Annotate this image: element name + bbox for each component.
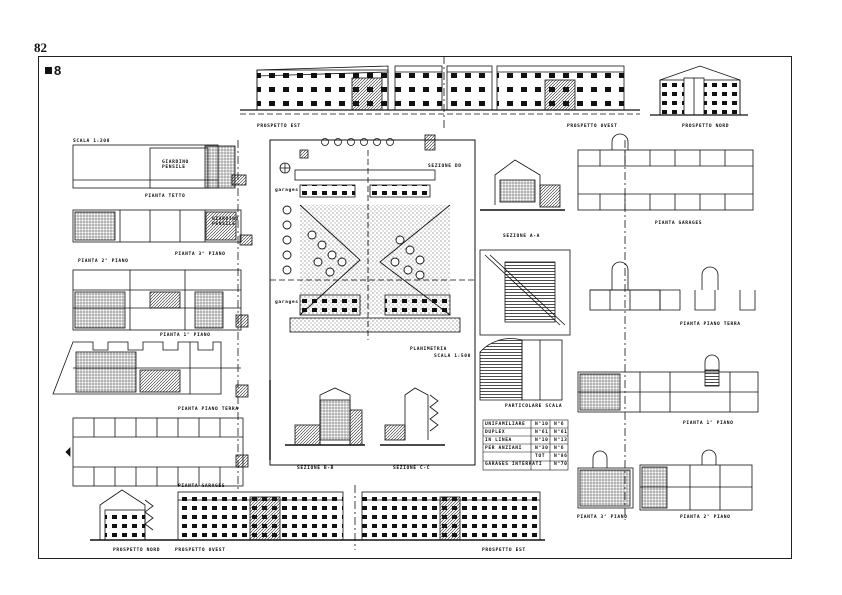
section-bb	[269, 380, 365, 460]
summary-table-lines	[482, 419, 569, 471]
plan-garages-right	[577, 133, 754, 211]
summary-table: UNIFAMILIARE N°10 N°6 DUPLEX N°61 N°61 I…	[483, 420, 568, 470]
table-cell-type: IN LINEA	[485, 438, 512, 443]
table-cell-a: N°10	[535, 422, 549, 427]
label-pianta-3-piano-right: PIANTA 3° PIANO	[577, 515, 628, 520]
table-row: IN LINEA N°10 N°13	[485, 438, 568, 446]
label-pianta-tetto: PIANTA TETTO	[145, 194, 186, 199]
figure-frame	[38, 56, 792, 559]
plan-roof	[72, 144, 247, 189]
plan-floor-1	[72, 269, 249, 331]
label-giardino-pensile-2: GIARDINO PENSILE	[212, 217, 239, 227]
table-cell-type: UNIFAMILIARE	[485, 422, 526, 427]
table-cell-b: N°61	[554, 430, 568, 435]
figure-marker-square	[45, 67, 52, 74]
tree-cluster-left	[282, 205, 347, 277]
stair-detail	[479, 249, 571, 401]
plan-floor-3-right	[577, 450, 634, 509]
table-cell-type: DUPLEX	[485, 430, 506, 435]
label-sezione-cc: SEZIONE C-C	[393, 466, 431, 471]
label-pianta-garages-right: PIANTA GARAGES	[655, 221, 703, 226]
elevation-north-bottom	[99, 489, 154, 541]
label-sezione-dd: SEZIONE DD	[428, 164, 462, 169]
elevation-north-top	[650, 65, 748, 116]
table-row: GARAGES INTERRATI N°70	[485, 462, 568, 470]
label-prospetto-est-bottom: PROSPETTO EST	[482, 548, 526, 553]
table-cell-a: N°10	[535, 438, 549, 443]
label-sezione-bb: SEZIONE B-B	[297, 466, 335, 471]
site-plan-group	[269, 134, 476, 466]
label-prospetto-nord-bottom: PROSPETTO NORD	[113, 548, 161, 553]
page-number: 82	[34, 40, 47, 55]
tree-row-top	[321, 138, 394, 146]
label-pianta-1-piano-left: PIANTA 1° PIANO	[160, 333, 211, 338]
label-scale-left: SCALA 1:200	[73, 139, 111, 144]
label-prospetto-nord-top: PROSPETTO NORD	[682, 124, 730, 129]
table-cell-type: PER ANZIANI	[485, 446, 523, 451]
elevation-west-bottom	[177, 491, 344, 541]
plan-floor-1-right	[577, 354, 759, 413]
figure-label: 8	[45, 63, 61, 78]
plan-garages-left	[65, 417, 249, 487]
tree-cluster-right	[390, 235, 425, 280]
left-plans-group	[52, 140, 253, 490]
right-plans-group	[577, 133, 759, 520]
table-cell-b: N°86	[554, 454, 568, 459]
label-pianta-1-piano-right: PIANTA 1° PIANO	[683, 421, 734, 426]
table-cell-b: N°13	[554, 438, 568, 443]
plan-floor-2-right	[639, 449, 753, 511]
label-garages-bottom: garages	[275, 300, 299, 305]
table-row: TOT N°86	[485, 454, 568, 462]
label-prospetto-ovest-top: PROSPETTO OVEST	[567, 124, 618, 129]
label-giardino-pensile: GIARDINO PENSILE	[162, 160, 189, 170]
top-elevation-group	[240, 56, 748, 130]
label-planimetria: PLANIMETRIA	[410, 347, 448, 352]
plan-floor-3	[72, 209, 253, 246]
section-cc	[380, 387, 445, 446]
table-cell-type: GARAGES INTERRATI	[485, 462, 543, 467]
label-garages-top: garages	[275, 188, 299, 193]
table-row: PER ANZIANI N°30 N°6	[485, 446, 568, 454]
section-aa	[480, 159, 565, 211]
label-pianta-3-piano-left: PIANTA 3° PIANO	[175, 252, 226, 257]
table-cell-b: N°70	[554, 462, 568, 467]
table-cell-b: N°6	[554, 422, 565, 427]
label-pianta-2-piano-right: PIANTA 2° PIANO	[680, 515, 731, 520]
plan-ground-floor	[52, 341, 249, 398]
label-prospetto-ovest-bottom: PROSPETTO OVEST	[175, 548, 226, 553]
plan-ground-right	[589, 261, 756, 311]
elevation-east-bottom	[361, 491, 541, 541]
table-row: UNIFAMILIARE N°10 N°6	[485, 422, 568, 430]
label-pianta-garages-left: PIANTA GARAGES	[178, 484, 226, 489]
bottom-elevation-group	[90, 485, 545, 550]
table-row: DUPLEX N°61 N°61	[485, 430, 568, 438]
figure-number: 8	[54, 63, 62, 78]
table-cell-a: N°61	[535, 430, 549, 435]
table-cell-a: TOT	[535, 454, 546, 459]
sections-group	[269, 159, 571, 460]
label-pianta-piano-terra-right: PIANTA PIANO TERRA	[680, 322, 741, 327]
table-cell-b: N°6	[554, 446, 565, 451]
label-scale-site: SCALA 1:500	[434, 354, 472, 359]
label-pianta-2-piano-left: PIANTA 2° PIANO	[78, 259, 129, 264]
label-particolare-scala: PARTICOLARE SCALA	[505, 404, 563, 409]
label-prospetto-est-top: PROSPETTO EST	[257, 124, 301, 129]
label-sezione-aa: SEZIONE A-A	[503, 234, 541, 239]
elevation-east-west-top	[240, 56, 640, 130]
label-pianta-piano-terra-left: PIANTA PIANO TERRA	[178, 407, 239, 412]
table-cell-a: N°30	[535, 446, 549, 451]
